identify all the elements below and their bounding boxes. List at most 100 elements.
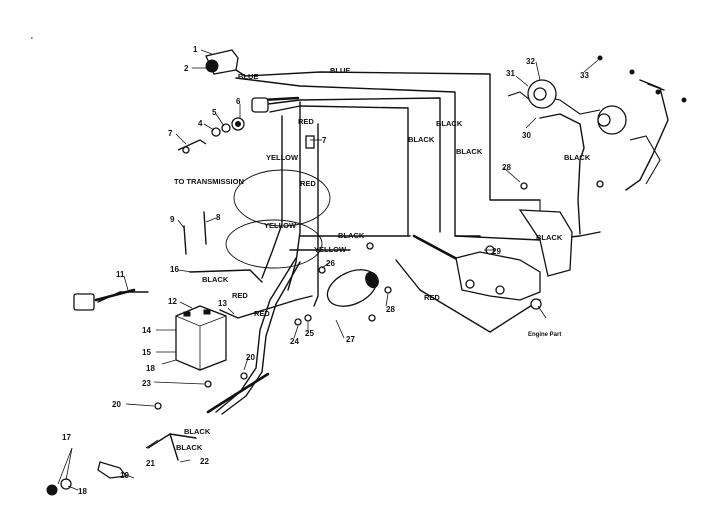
part-numbers: 1 2 7 4 5 6 7 9 8 11 16 12 13 14 15 18 2… bbox=[62, 45, 589, 496]
screw-33a bbox=[629, 69, 635, 75]
part-number-1: 1 bbox=[193, 45, 198, 54]
washer-18 bbox=[60, 478, 72, 490]
part-number-18: 18 bbox=[146, 364, 155, 373]
part-number-14: 14 bbox=[142, 326, 151, 335]
lower-cable bbox=[206, 372, 270, 414]
terminal-23 bbox=[204, 380, 212, 388]
leader-lines bbox=[57, 49, 599, 491]
wire-label-black-e: BLACK bbox=[536, 233, 563, 242]
black-battery-cable bbox=[189, 269, 263, 283]
starter-solenoid bbox=[326, 269, 379, 307]
connector-11 bbox=[73, 288, 136, 311]
screw-33 bbox=[597, 55, 603, 61]
transmission-callout-ellipse bbox=[233, 169, 331, 227]
part-number-4: 4 bbox=[198, 119, 203, 128]
wire-label-black-g: BLACK bbox=[202, 275, 229, 284]
black-wire-2 bbox=[267, 97, 441, 233]
part-number-20: 20 bbox=[112, 400, 121, 409]
callout-ellipse-2 bbox=[225, 219, 323, 269]
part-number-22: 22 bbox=[200, 457, 209, 466]
wire-label-red-c: RED bbox=[254, 309, 270, 318]
terminal-20b bbox=[154, 402, 162, 410]
part-number-7b: 7 bbox=[322, 136, 327, 145]
terminal-28 bbox=[384, 286, 392, 294]
part-number-23: 23 bbox=[142, 379, 151, 388]
wire-label-yellow-b: YELLOW bbox=[264, 221, 297, 230]
part-number-11: 11 bbox=[116, 270, 125, 279]
part-number-20b: 20 bbox=[246, 353, 255, 362]
wire-label-black-a: BLACK bbox=[408, 135, 435, 144]
part-number-5: 5 bbox=[212, 108, 217, 117]
part-number-33: 33 bbox=[580, 71, 589, 80]
part-number-9: 9 bbox=[170, 215, 175, 224]
part-number-7a: 7 bbox=[168, 129, 173, 138]
part-number-30: 30 bbox=[522, 131, 531, 140]
part-number-28: 28 bbox=[386, 305, 395, 314]
terminal-20 bbox=[240, 372, 248, 380]
wire-label-black-b: BLACK bbox=[436, 119, 463, 128]
terminal-28c bbox=[596, 180, 604, 188]
part-number-32: 32 bbox=[526, 57, 535, 66]
part-number-17: 17 bbox=[62, 433, 71, 442]
terminal-yellow bbox=[366, 242, 374, 250]
battery bbox=[175, 305, 227, 371]
part-number-8: 8 bbox=[216, 213, 221, 222]
wire-label-black-i: BLACK bbox=[176, 443, 203, 452]
lower-lead-b bbox=[169, 433, 179, 461]
lower-harness-2 bbox=[221, 261, 301, 415]
key-ring bbox=[182, 146, 190, 154]
red-engine-wire bbox=[395, 259, 541, 333]
fuse-holder bbox=[305, 135, 315, 149]
part-number-2: 2 bbox=[184, 64, 189, 73]
part-number-13: 13 bbox=[218, 299, 227, 308]
part-number-21: 21 bbox=[146, 459, 155, 468]
wire-drop bbox=[261, 115, 283, 279]
to-transmission-label: TO TRANSMISSION bbox=[174, 177, 244, 186]
screw-33b bbox=[655, 89, 661, 95]
nut-17 bbox=[46, 484, 58, 496]
red-wire bbox=[313, 123, 319, 307]
corner-mark: ' bbox=[31, 35, 33, 44]
engine-ground bbox=[530, 298, 542, 310]
engine-part-label: Engine Part bbox=[528, 332, 561, 338]
part-number-15: 15 bbox=[142, 348, 151, 357]
plug-19 bbox=[97, 461, 128, 479]
wiring-harness bbox=[97, 69, 601, 461]
terminal-24 bbox=[294, 318, 302, 326]
wire-label-black-c: BLACK bbox=[456, 147, 483, 156]
terminal-28b bbox=[520, 182, 528, 190]
wire-label-blue-b: BLUE bbox=[330, 66, 350, 75]
ignition-switch bbox=[205, 49, 239, 75]
clip-9 bbox=[183, 225, 187, 255]
headlight-right bbox=[597, 105, 627, 135]
part-number-12: 12 bbox=[168, 297, 177, 306]
part-number-26: 26 bbox=[326, 259, 335, 268]
wire-label-red-mid: RED bbox=[300, 179, 316, 188]
terminal-27 bbox=[368, 314, 376, 322]
wire-label-red-b: RED bbox=[232, 291, 248, 300]
part-number-25: 25 bbox=[305, 329, 314, 338]
part-number-18b: 18 bbox=[78, 487, 87, 496]
wire-label-red-top: RED bbox=[298, 117, 314, 126]
clip-8 bbox=[203, 211, 207, 245]
wire-label-black-f: BLACK bbox=[338, 231, 365, 240]
engine-block bbox=[455, 209, 573, 301]
key-3 bbox=[177, 139, 207, 151]
wire-label-yellow-a: YELLOW bbox=[266, 153, 299, 162]
part-number-28b: 28 bbox=[502, 163, 511, 172]
screw-33c bbox=[681, 97, 687, 103]
key-switch bbox=[231, 97, 269, 131]
hood-panel bbox=[625, 79, 669, 191]
hood-bracket bbox=[629, 135, 661, 185]
part-number-27: 27 bbox=[346, 335, 355, 344]
headlight-wire bbox=[539, 113, 585, 235]
wire-label-black-h: BLACK bbox=[184, 427, 211, 436]
wire-label-blue-a: BLUE bbox=[238, 72, 258, 81]
part-number-24: 24 bbox=[290, 337, 299, 346]
headlight-left bbox=[527, 79, 557, 109]
part-number-6: 6 bbox=[236, 97, 241, 106]
terminal-26 bbox=[318, 266, 326, 274]
wire-label-red-d: RED bbox=[424, 293, 440, 302]
wire-label-black-d: BLACK bbox=[564, 153, 591, 162]
